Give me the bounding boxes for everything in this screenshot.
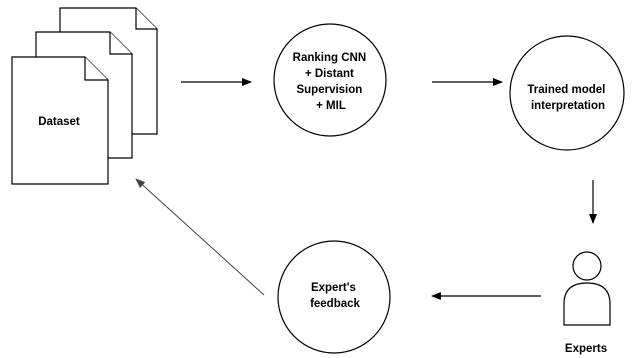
feedback-label-line-1: Expert's [311, 282, 356, 294]
document-middle-fold [109, 32, 132, 55]
arrow-feedback-to-dataset [135, 178, 265, 296]
document-back-fold [135, 8, 157, 30]
dataset-documents-icon [11, 7, 158, 185]
model-label-line-2: + Distant [305, 68, 354, 80]
dataset-label: Dataset [38, 116, 80, 128]
person-icon [563, 251, 611, 326]
model-label-line-3: Supervision [296, 84, 362, 96]
document-front-fold [84, 57, 108, 81]
person-body [563, 282, 611, 326]
model-node [273, 23, 387, 137]
feedback-label-line-2: feedback [310, 298, 360, 310]
model-node-label: Ranking CNN + Distant Supervision + MIL [293, 52, 370, 112]
interpretation-node-label: Trained model interpretation [527, 84, 608, 112]
interpretation-node [509, 35, 625, 151]
interpretation-label-line-2: interpretation [531, 100, 605, 112]
document-front [11, 56, 109, 185]
model-label-line-1: Ranking CNN [293, 52, 366, 64]
interpretation-label-line-1: Trained model [527, 84, 605, 96]
experts-label: Experts [565, 343, 607, 355]
feedback-node-label: Expert's feedback [310, 282, 360, 310]
model-label-line-4: + MIL [316, 100, 346, 112]
person-head [572, 251, 602, 281]
feedback-node [277, 240, 391, 354]
